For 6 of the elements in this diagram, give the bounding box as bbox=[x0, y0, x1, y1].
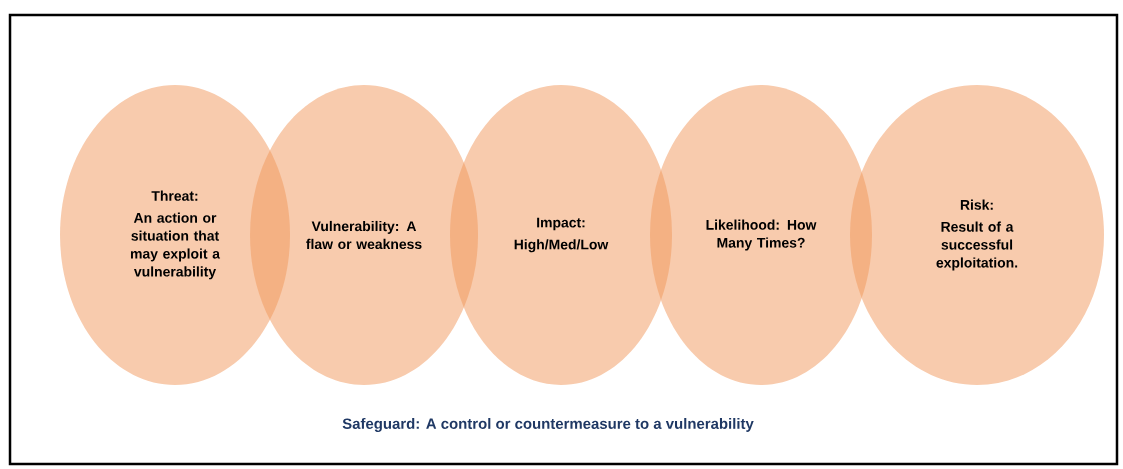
ellipse-label: Vulnerability: A flaw or weakness bbox=[306, 220, 422, 250]
footnote-text: Safeguard: A control or countermeasure to a vulnerability bbox=[342, 418, 754, 432]
ellipse-label: Likelihood: How Many Times? bbox=[706, 219, 817, 251]
ellipse-label: Threat: An action or situation that may exploit a vulnerability bbox=[130, 190, 221, 280]
ellipse-label: Impact: High/Med/Low bbox=[514, 217, 609, 253]
ellipse-label: Risk: Result of a successful exploitation. bbox=[936, 199, 1018, 271]
